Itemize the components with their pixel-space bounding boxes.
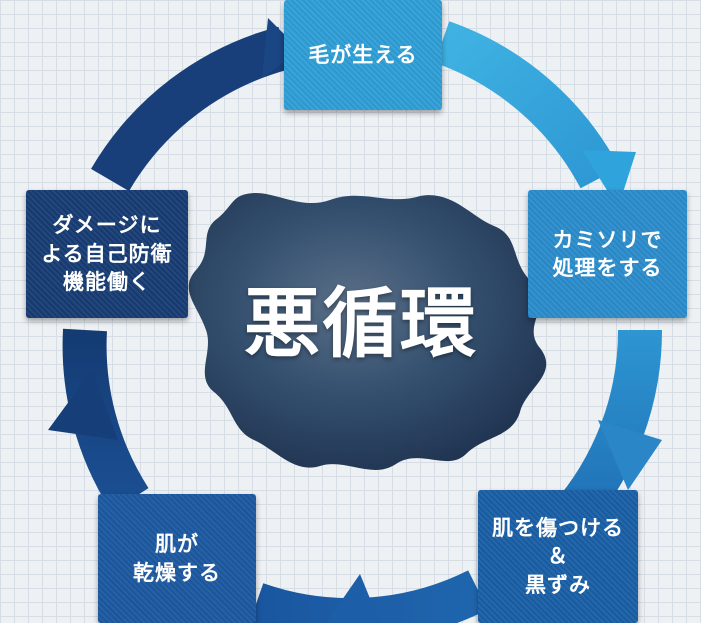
arrowhead-top-left	[262, 18, 300, 78]
step-label: 肌が 乾燥する	[133, 532, 221, 585]
step-skin-damage-darkening: 肌を傷つける ＆ 黒ずみ	[478, 490, 638, 623]
step-label: カミソリで 処理をする	[552, 227, 663, 280]
step-label: 毛が生える	[308, 42, 418, 67]
step-label: 肌を傷つける ＆ 黒ずみ	[492, 515, 624, 597]
arrowhead-bottom	[326, 574, 380, 623]
step-skin-dries: 肌が 乾燥する	[98, 494, 256, 623]
center-title: 悪循環	[244, 279, 478, 368]
arrowhead-right	[598, 420, 662, 490]
center-blob	[188, 192, 547, 470]
step-self-defense-function: ダメージに よる自己防衛 機能働く	[26, 190, 188, 318]
arc-top-right	[434, 21, 620, 189]
arc-top-left	[91, 26, 290, 192]
step-hair-grows: 毛が生える	[284, 0, 442, 110]
step-razor-treatment: カミソリで 処理をする	[528, 190, 687, 318]
step-label: ダメージに よる自己防衛 機能働く	[41, 213, 173, 295]
arrowhead-left	[48, 370, 118, 440]
